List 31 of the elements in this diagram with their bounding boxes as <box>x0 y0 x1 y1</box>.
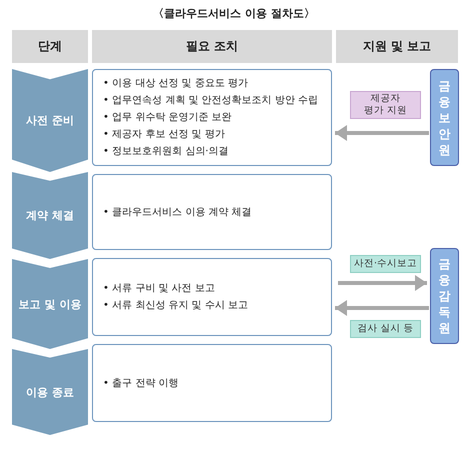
agency-box <box>430 248 459 344</box>
bullet-item: • 서류 구비 및 사전 보고 <box>103 282 216 296</box>
column-header: 필요 조치 <box>92 30 332 63</box>
diagram-title: 〈클라우드서비스 이용 절차도〉 <box>152 6 316 21</box>
bullet-item: • 클라우드서비스 이용 계약 체결 <box>103 206 253 220</box>
stage-label: 계약 체결 <box>26 208 74 223</box>
edge-label: 검사 실시 등 <box>350 320 421 338</box>
agency-box <box>430 69 459 166</box>
edge-label: 사전·수시보고 <box>350 255 421 273</box>
action-box <box>92 69 332 166</box>
edge-label: 제공자 평가 지원 <box>350 91 421 119</box>
bullet-item: • 제공자 후보 선정 및 평가 <box>103 128 226 142</box>
bullet-item: • 서류 최신성 유지 및 수시 보고 <box>103 299 249 313</box>
bullet-item: • 정보보호위원회 심의·의결 <box>103 145 230 159</box>
stage-label: 보고 및 이용 <box>18 296 82 312</box>
bullet-item: • 출구 전략 이행 <box>103 376 180 390</box>
action-box <box>92 258 332 336</box>
arrow <box>335 300 429 316</box>
arrow <box>338 275 427 291</box>
stage-label: 이용 종료 <box>26 384 74 400</box>
column-header: 지원 및 보고 <box>336 30 458 63</box>
column-header: 단계 <box>12 30 88 63</box>
agency-label: 금융보안원 <box>438 78 451 158</box>
arrow <box>335 125 429 141</box>
bullet-item: • 이용 대상 선정 및 중요도 평가 <box>103 77 249 91</box>
action-box <box>92 344 332 422</box>
bullet-item: • 업무연속성 계획 및 안전성확보조치 방안 수립 <box>103 94 319 108</box>
action-box <box>92 174 332 250</box>
stage-label: 사전 준비 <box>26 113 74 128</box>
bullet-item: • 업무 위수탁 운영기준 보완 <box>103 111 233 125</box>
agency-label: 금융감독원 <box>438 256 451 336</box>
